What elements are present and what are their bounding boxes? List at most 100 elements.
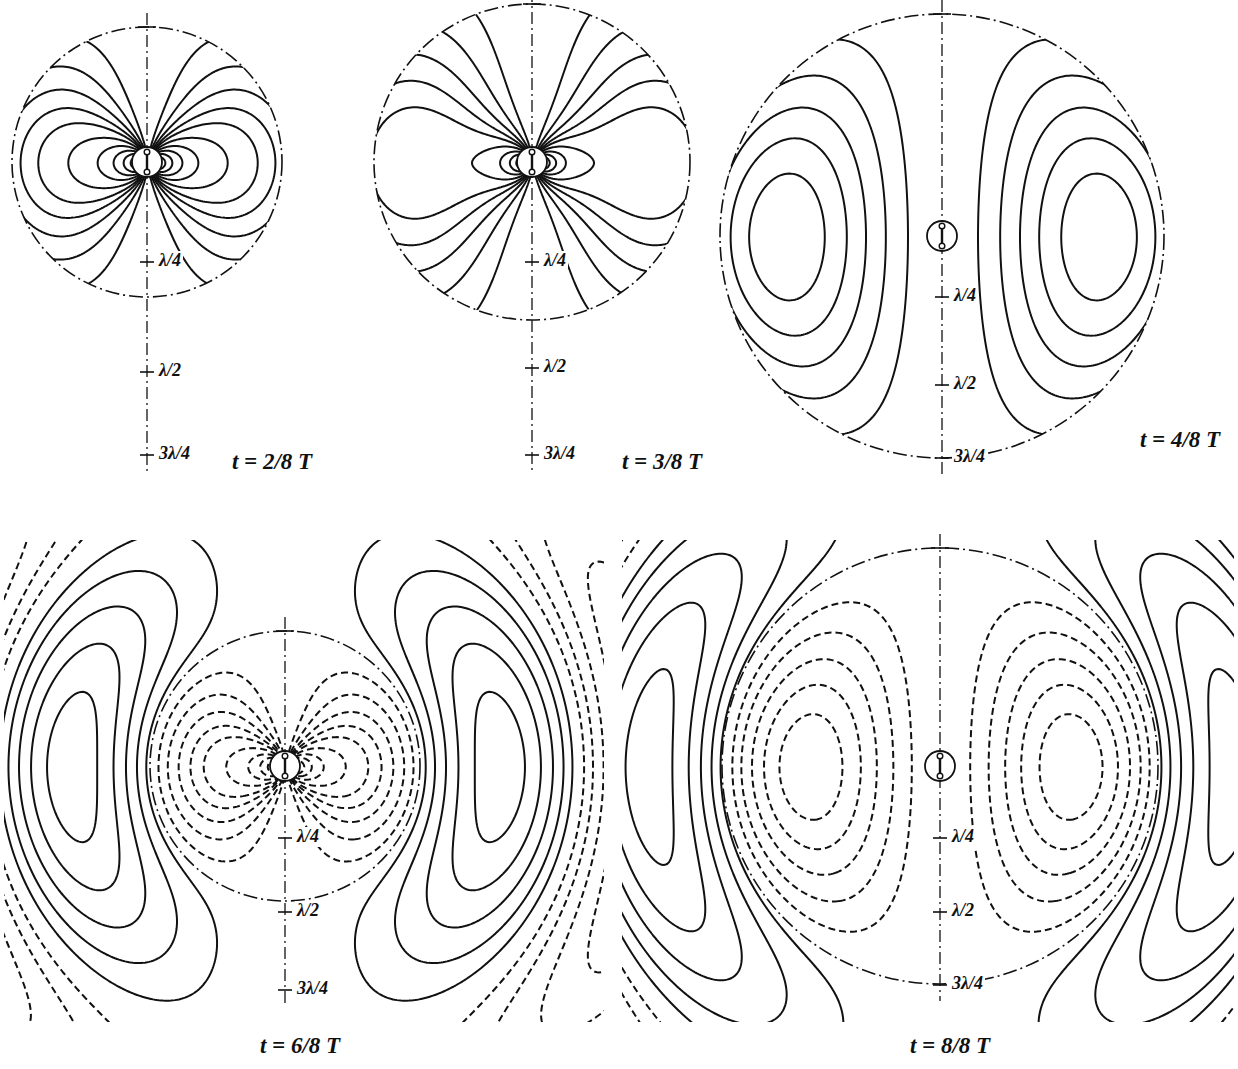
field-panel [712,0,1174,474]
field-line [4,19,292,307]
axis-tick [935,384,949,386]
field-line [4,540,584,1022]
axis-line [284,617,285,1006]
field-line [366,0,700,330]
axis-tick [933,911,947,913]
dipole-end [937,773,943,779]
distance-label: λ/2 [542,357,568,377]
field-line [19,606,553,927]
axis-tick [935,296,949,298]
field-line [622,554,1234,981]
field-line [4,19,292,307]
distance-label: λ/4 [950,827,976,847]
dipole-end [144,169,150,175]
field-line [4,19,292,307]
dipole-end [937,753,943,759]
field-panel [614,532,1238,1032]
field-panel [4,13,292,471]
field-line [622,540,1234,1022]
field-line [622,540,1234,1022]
field-line [622,540,1234,1022]
dipole-end [529,169,535,175]
field-line [731,138,1156,335]
dipole-ring [925,751,955,781]
dipole-end [282,753,288,759]
field-panel [366,0,700,471]
field-line [4,540,604,1022]
axis-tick [525,454,539,456]
field-line [366,0,700,330]
axis-line [531,0,532,471]
field-line [4,540,604,1022]
field-line [8,571,563,963]
axis-tick [278,911,292,913]
field-line [4,540,604,1022]
field-line [4,540,604,1022]
field-line [68,138,227,188]
field-line [4,540,604,1022]
field-line [622,540,1234,1022]
distance-label: λ/4 [952,286,978,306]
field-line [4,19,292,307]
field-panel [0,532,614,1032]
field-line [366,81,700,246]
axis-line [939,534,940,1001]
field-line [370,107,696,218]
distance-label: λ/2 [950,901,976,921]
field-line [366,0,700,330]
field-line [366,54,700,271]
distance-label: λ/2 [295,901,321,921]
axis-tick [140,371,154,373]
distance-label: λ/4 [295,827,321,847]
field-line [366,0,700,330]
field-line [712,6,1174,468]
field-line [4,540,572,1001]
field-line [38,123,257,203]
axis-cross [276,630,294,632]
field-line [472,147,594,180]
field-line [716,108,1170,367]
distance-label: 3λ/4 [295,979,330,999]
axis-tick [140,454,154,456]
field-line [622,540,1234,1022]
field-line [4,66,292,259]
field-line [366,0,700,330]
field-line [712,76,1174,399]
axis-tick [525,261,539,263]
field-line [622,540,1234,1022]
field-line [366,25,700,301]
distance-label: λ/4 [542,251,568,271]
field-line [366,0,700,330]
axis-tick [933,984,947,986]
field-line [712,6,1174,468]
axis-cross [138,26,156,28]
field-line [712,6,1174,468]
field-line [31,644,541,891]
field-line [712,6,1174,468]
axis-tick [278,989,292,991]
field-line [98,146,199,180]
time-label: t = 2/8 T [230,449,314,474]
field-line [4,19,292,307]
field-line [712,6,1174,468]
field-line [4,19,292,307]
axis-cross [931,547,949,549]
dipole-end [282,773,288,779]
distance-label: 3λ/4 [952,447,987,467]
field-line [712,39,1174,435]
field-line [622,540,1234,1022]
field-line [622,603,1234,932]
distance-label: λ/2 [952,374,978,394]
field-line [622,540,1234,1022]
field-line [4,540,604,1022]
dipole-end [144,149,150,155]
field-line [4,19,292,307]
axis-tick [933,837,947,839]
axis-tick [278,837,292,839]
field-line [366,0,700,330]
dipole-ring [927,221,957,251]
field-line [749,174,1137,301]
axis-tick [140,261,154,263]
